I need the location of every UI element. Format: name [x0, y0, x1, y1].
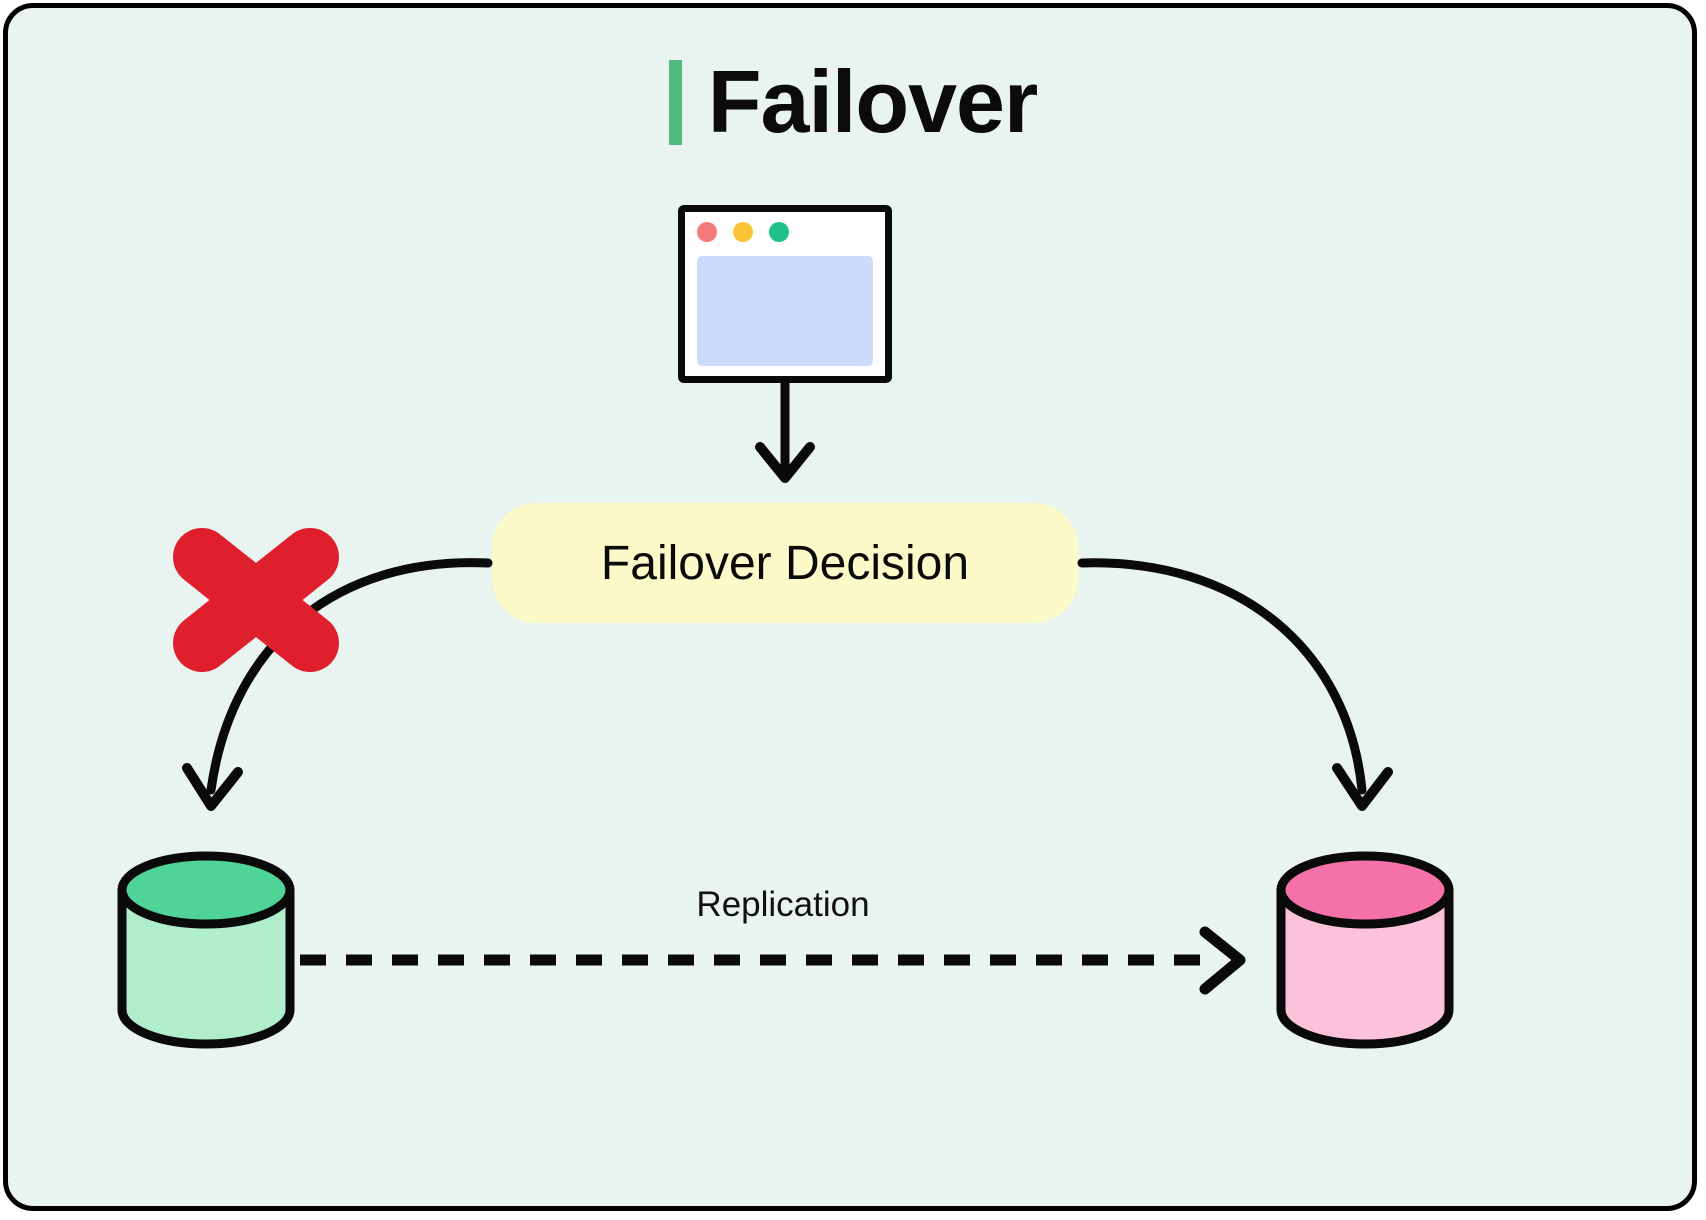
page-title: Failover	[0, 52, 1706, 152]
failover-decision-label: Failover Decision	[600, 536, 970, 590]
replication-label: Replication	[696, 885, 870, 924]
close-dot	[697, 222, 717, 242]
browser-titlebar	[697, 222, 789, 242]
title-text: Failover	[707, 52, 1038, 151]
maximize-dot	[769, 222, 789, 242]
browser-window-icon	[678, 205, 892, 383]
minimize-dot	[733, 222, 753, 242]
browser-viewport	[697, 256, 873, 366]
failover-decision-node[interactable]: Failover Decision	[492, 503, 1078, 623]
title-accent-bar	[668, 59, 682, 145]
